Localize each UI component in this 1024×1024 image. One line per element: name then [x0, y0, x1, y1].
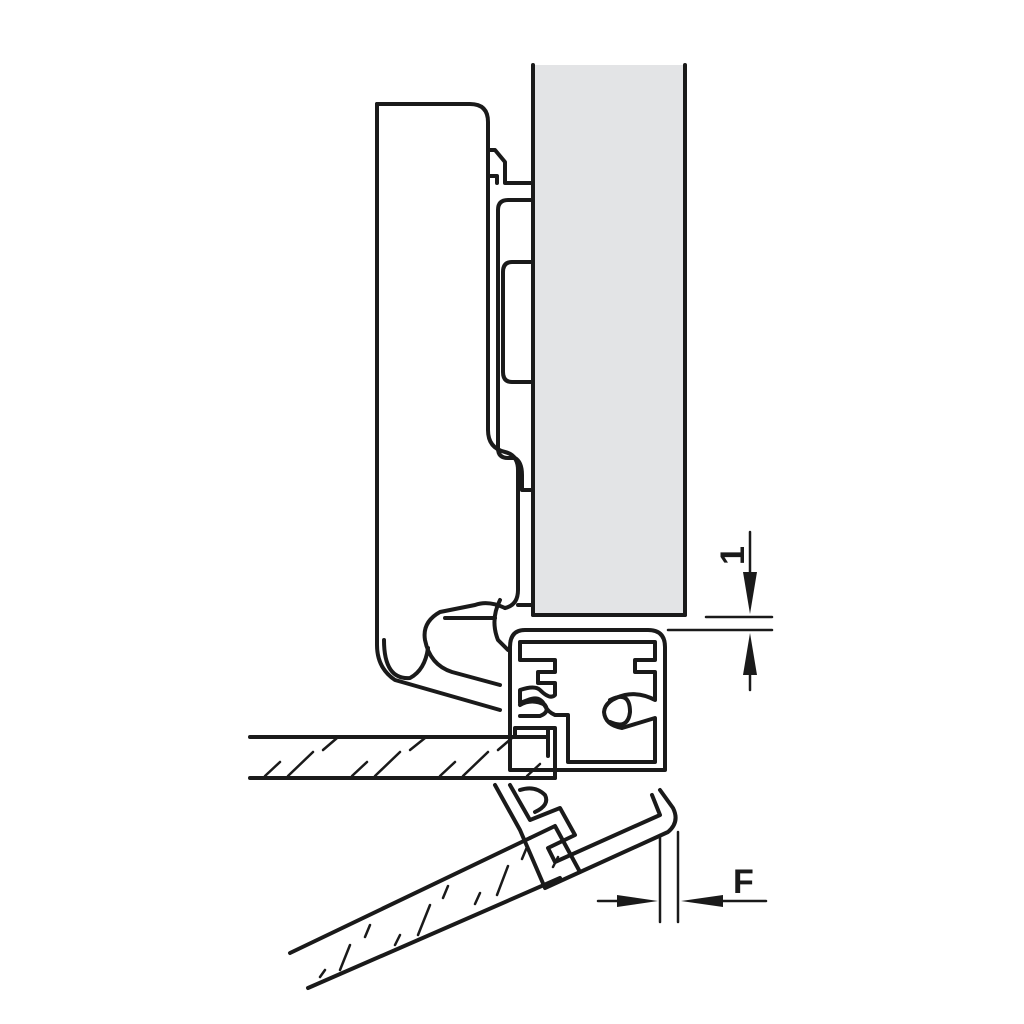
dimension-label-f: F [733, 863, 754, 901]
aluminium-profile [508, 628, 667, 772]
fixed-glass-panel [248, 726, 557, 780]
door-glass-panel [288, 836, 562, 990]
cabinet-side-panel [531, 63, 687, 617]
dimension-offset: F [596, 830, 768, 924]
dimension-gap: 1 [666, 530, 774, 692]
door-profile [493, 783, 678, 890]
dimension-label-1: 1 [714, 546, 752, 565]
hinge-arm [375, 102, 535, 712]
